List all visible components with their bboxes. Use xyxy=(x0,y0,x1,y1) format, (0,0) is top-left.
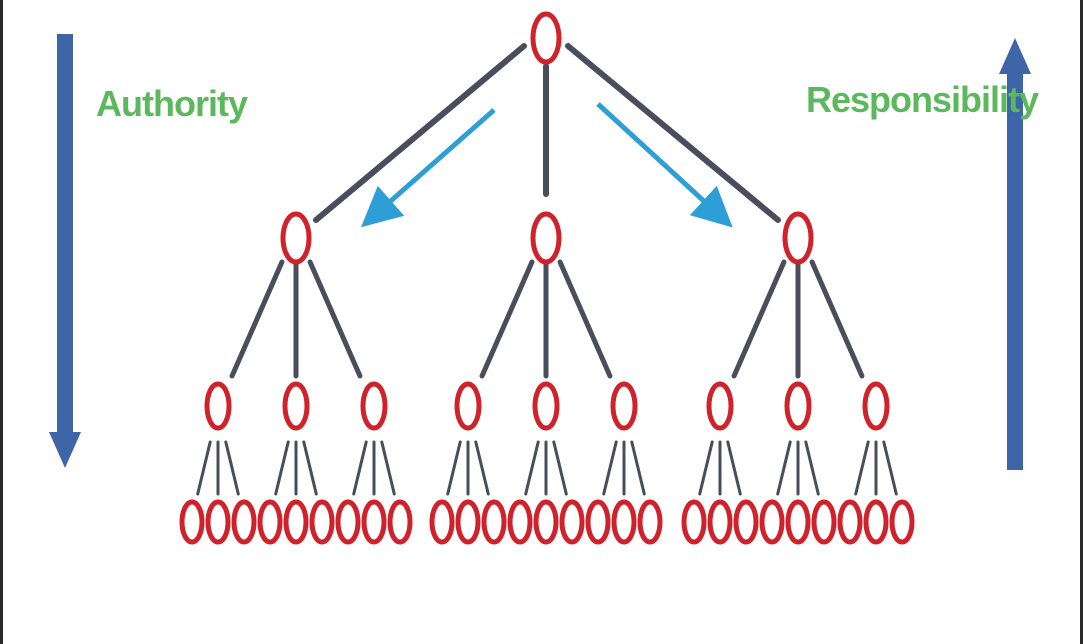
edge-l1-to-l2 xyxy=(809,259,865,379)
level2-node xyxy=(282,381,310,431)
edge-l1-to-l2 xyxy=(307,259,363,379)
edge-l2-to-l3 xyxy=(854,440,870,496)
leaf-node xyxy=(387,499,413,545)
leaf-node xyxy=(863,499,889,545)
leaf-node xyxy=(309,499,335,545)
edge-l2-to-l3 xyxy=(882,440,898,496)
leaf-node xyxy=(637,499,663,545)
leaf-node xyxy=(507,499,533,545)
edge-l2-to-l3 xyxy=(698,440,714,496)
level2-node xyxy=(862,381,890,431)
leaf-node xyxy=(179,499,205,545)
flow-arrows xyxy=(360,102,733,228)
leaf-node xyxy=(455,499,481,545)
leaf-node xyxy=(361,499,387,545)
level2-node xyxy=(360,381,388,431)
edge-l2-to-l3 xyxy=(524,440,540,496)
edge-l2-to-l3 xyxy=(474,440,490,496)
responsibility-arrow-icon xyxy=(999,38,1031,470)
edge-l2-to-l3 xyxy=(630,440,646,496)
leaf-node xyxy=(785,499,811,545)
leaf-node xyxy=(429,499,455,545)
leaf-node xyxy=(283,499,309,545)
leaf-node xyxy=(335,499,361,545)
level2-node xyxy=(610,381,638,431)
leaf-node xyxy=(533,499,559,545)
leaf-node xyxy=(231,499,257,545)
level2-node xyxy=(454,381,482,431)
level2-node xyxy=(532,381,560,431)
level1-node xyxy=(280,211,312,265)
tree-nodes xyxy=(179,11,915,545)
edge-l2-to-l3 xyxy=(196,440,212,496)
edge-l1-to-l2 xyxy=(229,259,285,379)
edge-l2-to-l3 xyxy=(302,440,318,496)
leaf-node xyxy=(681,499,707,545)
edge-l1-to-l2 xyxy=(557,259,613,379)
level2-node xyxy=(784,381,812,431)
leaf-node xyxy=(257,499,283,545)
leaf-node xyxy=(205,499,231,545)
edge-l2-to-l3 xyxy=(224,440,240,496)
edge-l2-to-l3 xyxy=(552,440,568,496)
edge-l2-to-l3 xyxy=(804,440,820,496)
edge-l2-to-l3 xyxy=(274,440,290,496)
leaf-node xyxy=(759,499,785,545)
responsibility-label: Responsibility xyxy=(806,79,1039,120)
edge-l2-to-l3 xyxy=(352,440,368,496)
flow-arrow-left-icon xyxy=(360,108,496,228)
leaf-node xyxy=(611,499,637,545)
leaf-node xyxy=(559,499,585,545)
authority-label: Authority xyxy=(96,83,248,124)
edge-root-to-l1 xyxy=(565,43,781,223)
leaf-node xyxy=(733,499,759,545)
edge-l2-to-l3 xyxy=(380,440,396,496)
edge-l1-to-l2 xyxy=(731,259,787,379)
authority-arrow-icon xyxy=(49,34,81,468)
edge-l2-to-l3 xyxy=(726,440,742,496)
leaf-node xyxy=(837,499,863,545)
edge-l2-to-l3 xyxy=(446,440,462,496)
edge-l2-to-l3 xyxy=(602,440,618,496)
leaf-node xyxy=(707,499,733,545)
leaf-node xyxy=(585,499,611,545)
leaf-node xyxy=(811,499,837,545)
flow-arrow-right-icon xyxy=(596,102,733,228)
edge-l2-to-l3 xyxy=(776,440,792,496)
level1-node xyxy=(782,211,814,265)
level2-node xyxy=(706,381,734,431)
edge-root-to-l1 xyxy=(313,43,527,223)
root-node xyxy=(530,11,562,65)
level2-node xyxy=(204,381,232,431)
level1-node xyxy=(530,211,562,265)
leaf-node xyxy=(481,499,507,545)
edge-l1-to-l2 xyxy=(479,259,535,379)
leaf-node xyxy=(889,499,915,545)
tree-edges xyxy=(196,43,898,496)
